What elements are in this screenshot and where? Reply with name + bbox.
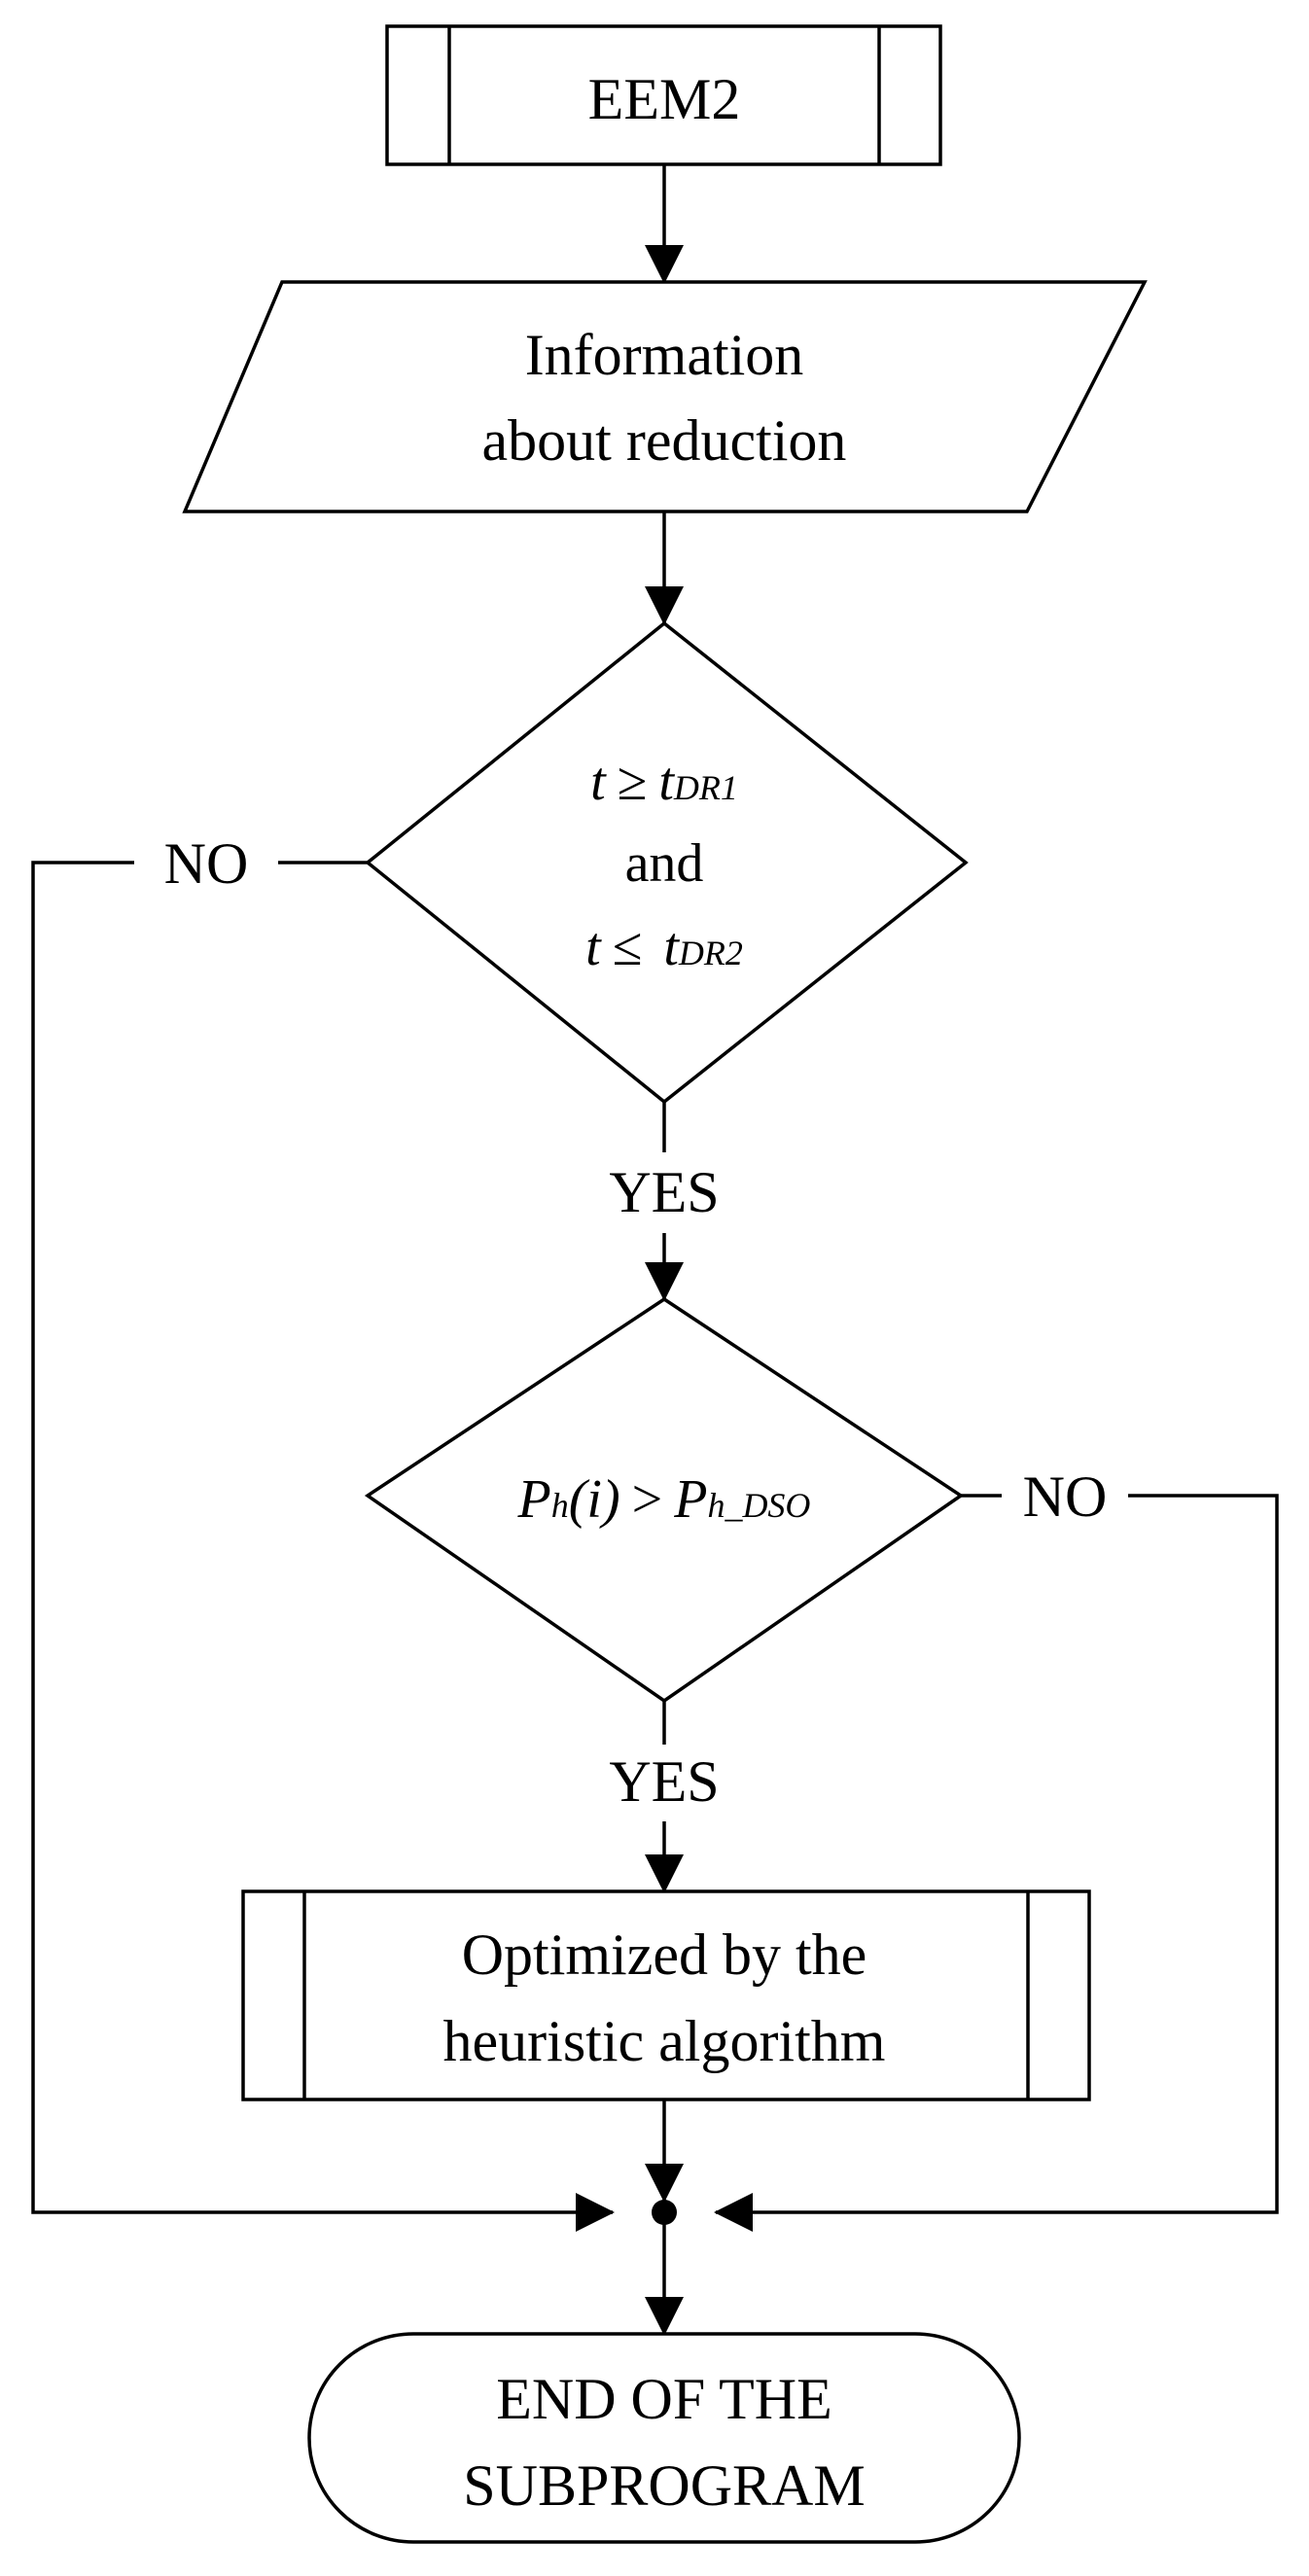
decision1-no-path	[31, 861, 615, 2232]
decision1-joiner: and	[625, 833, 704, 894]
end-line-2: SUBPROGRAM	[463, 2453, 865, 2518]
decision1-diamond: t≥tDR1 and t≤tDR2	[365, 620, 969, 1105]
process-line-2: heuristic algorithm	[443, 2009, 886, 2073]
decision2-no-path	[714, 1494, 1279, 2232]
decision2-yes-label: YES	[609, 1749, 719, 1814]
input-line-1: Information	[525, 323, 804, 387]
decision1-yes-label: YES	[609, 1160, 719, 1224]
end-terminator: END OF THE SUBPROGRAM	[307, 2332, 1021, 2544]
end-line-1: END OF THE	[496, 2367, 832, 2431]
start-subprocess-box: EEM2	[385, 24, 942, 166]
decision2-no-label: NO	[1023, 1464, 1108, 1529]
input-parallelogram: Information about reduction	[182, 280, 1148, 513]
start-label: EEM2	[588, 67, 741, 131]
decision1-no-label: NO	[164, 831, 249, 896]
decision2-condition: Ph(i)>Ph_DSO	[517, 1469, 811, 1530]
decision1-condition-2: t≤tDR2	[585, 917, 743, 977]
process-subprocess-box: Optimized by the heuristic algorithm	[241, 1889, 1091, 2101]
decision1-condition-1: t≥tDR1	[590, 752, 738, 812]
process-line-1: Optimized by the	[462, 1923, 867, 1987]
decision2-diamond: Ph(i)>Ph_DSO	[364, 1296, 965, 1704]
input-line-2: about reduction	[482, 408, 847, 473]
